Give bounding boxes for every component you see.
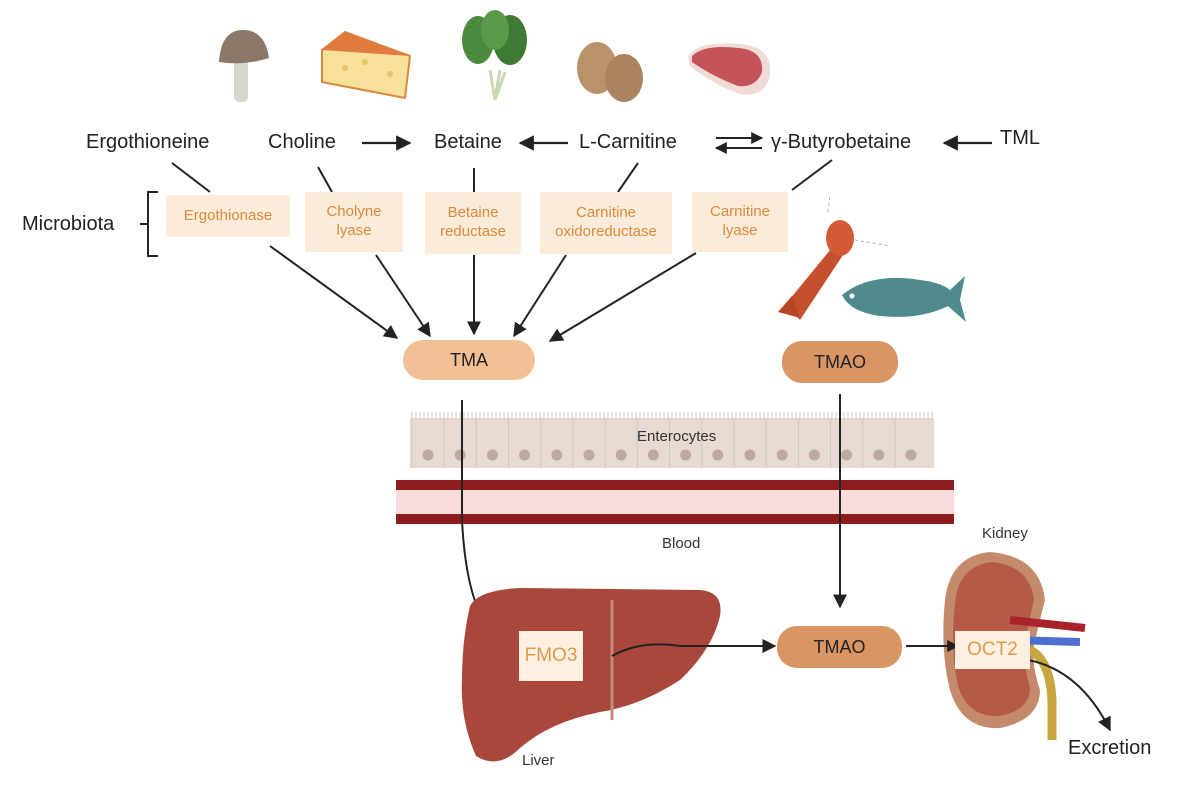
enterocyte-nucleus [905, 449, 917, 461]
enzyme-carnitine-lyase: Carnitine lyase [692, 192, 788, 252]
enterocyte-nucleus [873, 449, 885, 461]
precursor-choline: Choline [268, 131, 336, 153]
host-enzyme-fmo3: FMO3 [519, 631, 583, 681]
fmo3-to-tmao-arrow [611, 639, 777, 657]
red-meat-icon [688, 43, 771, 95]
precursor-gamma-butyrobetaine: γ-Butyrobetaine [771, 131, 912, 153]
enzyme-label-line: Carnitine [709, 203, 771, 221]
enzyme-carnitine-oxidoreductase: Carnitine oxidoreductase [540, 192, 672, 254]
liver-label: Liver [522, 752, 555, 769]
enzyme-label-line: Carnitine [575, 204, 637, 222]
liver-icon [461, 588, 721, 762]
enterocyte-nucleus [808, 449, 820, 461]
enzyme-label-line: reductase [440, 223, 506, 240]
enzyme-ergothionase-label: Ergothionase [183, 206, 273, 224]
enzyme-label-line: lyase [722, 222, 758, 239]
enterocyte-nucleus [776, 449, 788, 461]
enterocyte-nucleus [583, 449, 595, 461]
cheese-icon [321, 30, 412, 100]
enterocyte-nucleus [454, 449, 466, 461]
metabolite-tmao-dietary-label: TMAO [814, 351, 866, 372]
reversible-arrow-icon [714, 132, 764, 154]
kidney-label: Kidney [982, 525, 1028, 542]
host-enzyme-oct2: OCT2 [955, 631, 1030, 669]
enzyme-label-line: lyase [336, 222, 372, 239]
enzyme-to-tma-arrows [269, 245, 697, 342]
metabolite-tmao-dietary: TMAO [782, 341, 898, 383]
precursor-enzyme-connectors [171, 159, 833, 193]
mushroom-icon [219, 30, 269, 102]
oct2-to-excretion-arrow [1027, 659, 1111, 732]
enzyme-ergothionase: Ergothionase [166, 195, 290, 237]
enterocyte-nucleus [615, 449, 627, 461]
blood-label: Blood [662, 535, 701, 552]
blood-vessel [396, 480, 954, 524]
enterocyte-nucleus [744, 449, 756, 461]
enterocyte-nucleus [422, 449, 434, 461]
excretion-label: Excretion [1068, 737, 1152, 759]
enterocyte-nucleus [519, 449, 531, 461]
enzyme-label-line: Cholyne [326, 203, 382, 221]
enterocyte-nucleus [841, 449, 853, 461]
metabolite-tma: TMA [403, 340, 535, 380]
host-enzyme-oct2-label: OCT2 [967, 639, 1018, 660]
host-enzyme-fmo3-label: FMO3 [524, 645, 578, 666]
microbiota-label: Microbiota [22, 213, 115, 235]
enterocyte-nucleus [486, 449, 498, 461]
leafy-greens-icon [462, 10, 527, 101]
enzyme-cholyne-lyase: Cholyne lyase [305, 192, 403, 252]
precursor-tml: TML [1000, 127, 1040, 149]
precursor-betaine: Betaine [434, 131, 502, 153]
enterocyte-layer [410, 412, 934, 468]
eggs-icon [577, 42, 643, 102]
enterocyte-nucleus [647, 449, 659, 461]
enterocytes-label: Enterocytes [637, 428, 717, 445]
enzyme-betaine-reductase: Betaine reductase [425, 192, 521, 254]
metabolite-tmao-circulating: TMAO [777, 626, 902, 668]
precursor-l-carnitine: L-Carnitine [579, 131, 677, 153]
enterocyte-nucleus [551, 449, 563, 461]
enterocyte-nucleus [680, 449, 692, 461]
enzyme-label-line: Betaine [447, 204, 499, 222]
metabolite-tmao-circulating-label: TMAO [813, 636, 866, 657]
enzyme-label-line: oxidoreductase [555, 223, 657, 240]
fish-icon [842, 276, 966, 322]
lobster-icon [778, 194, 891, 320]
microbiota-bracket [140, 191, 158, 257]
precursor-ergothioneine: Ergothioneine [86, 131, 210, 153]
metabolite-tma-label: TMA [450, 349, 488, 370]
enterocyte-nucleus [712, 449, 724, 461]
